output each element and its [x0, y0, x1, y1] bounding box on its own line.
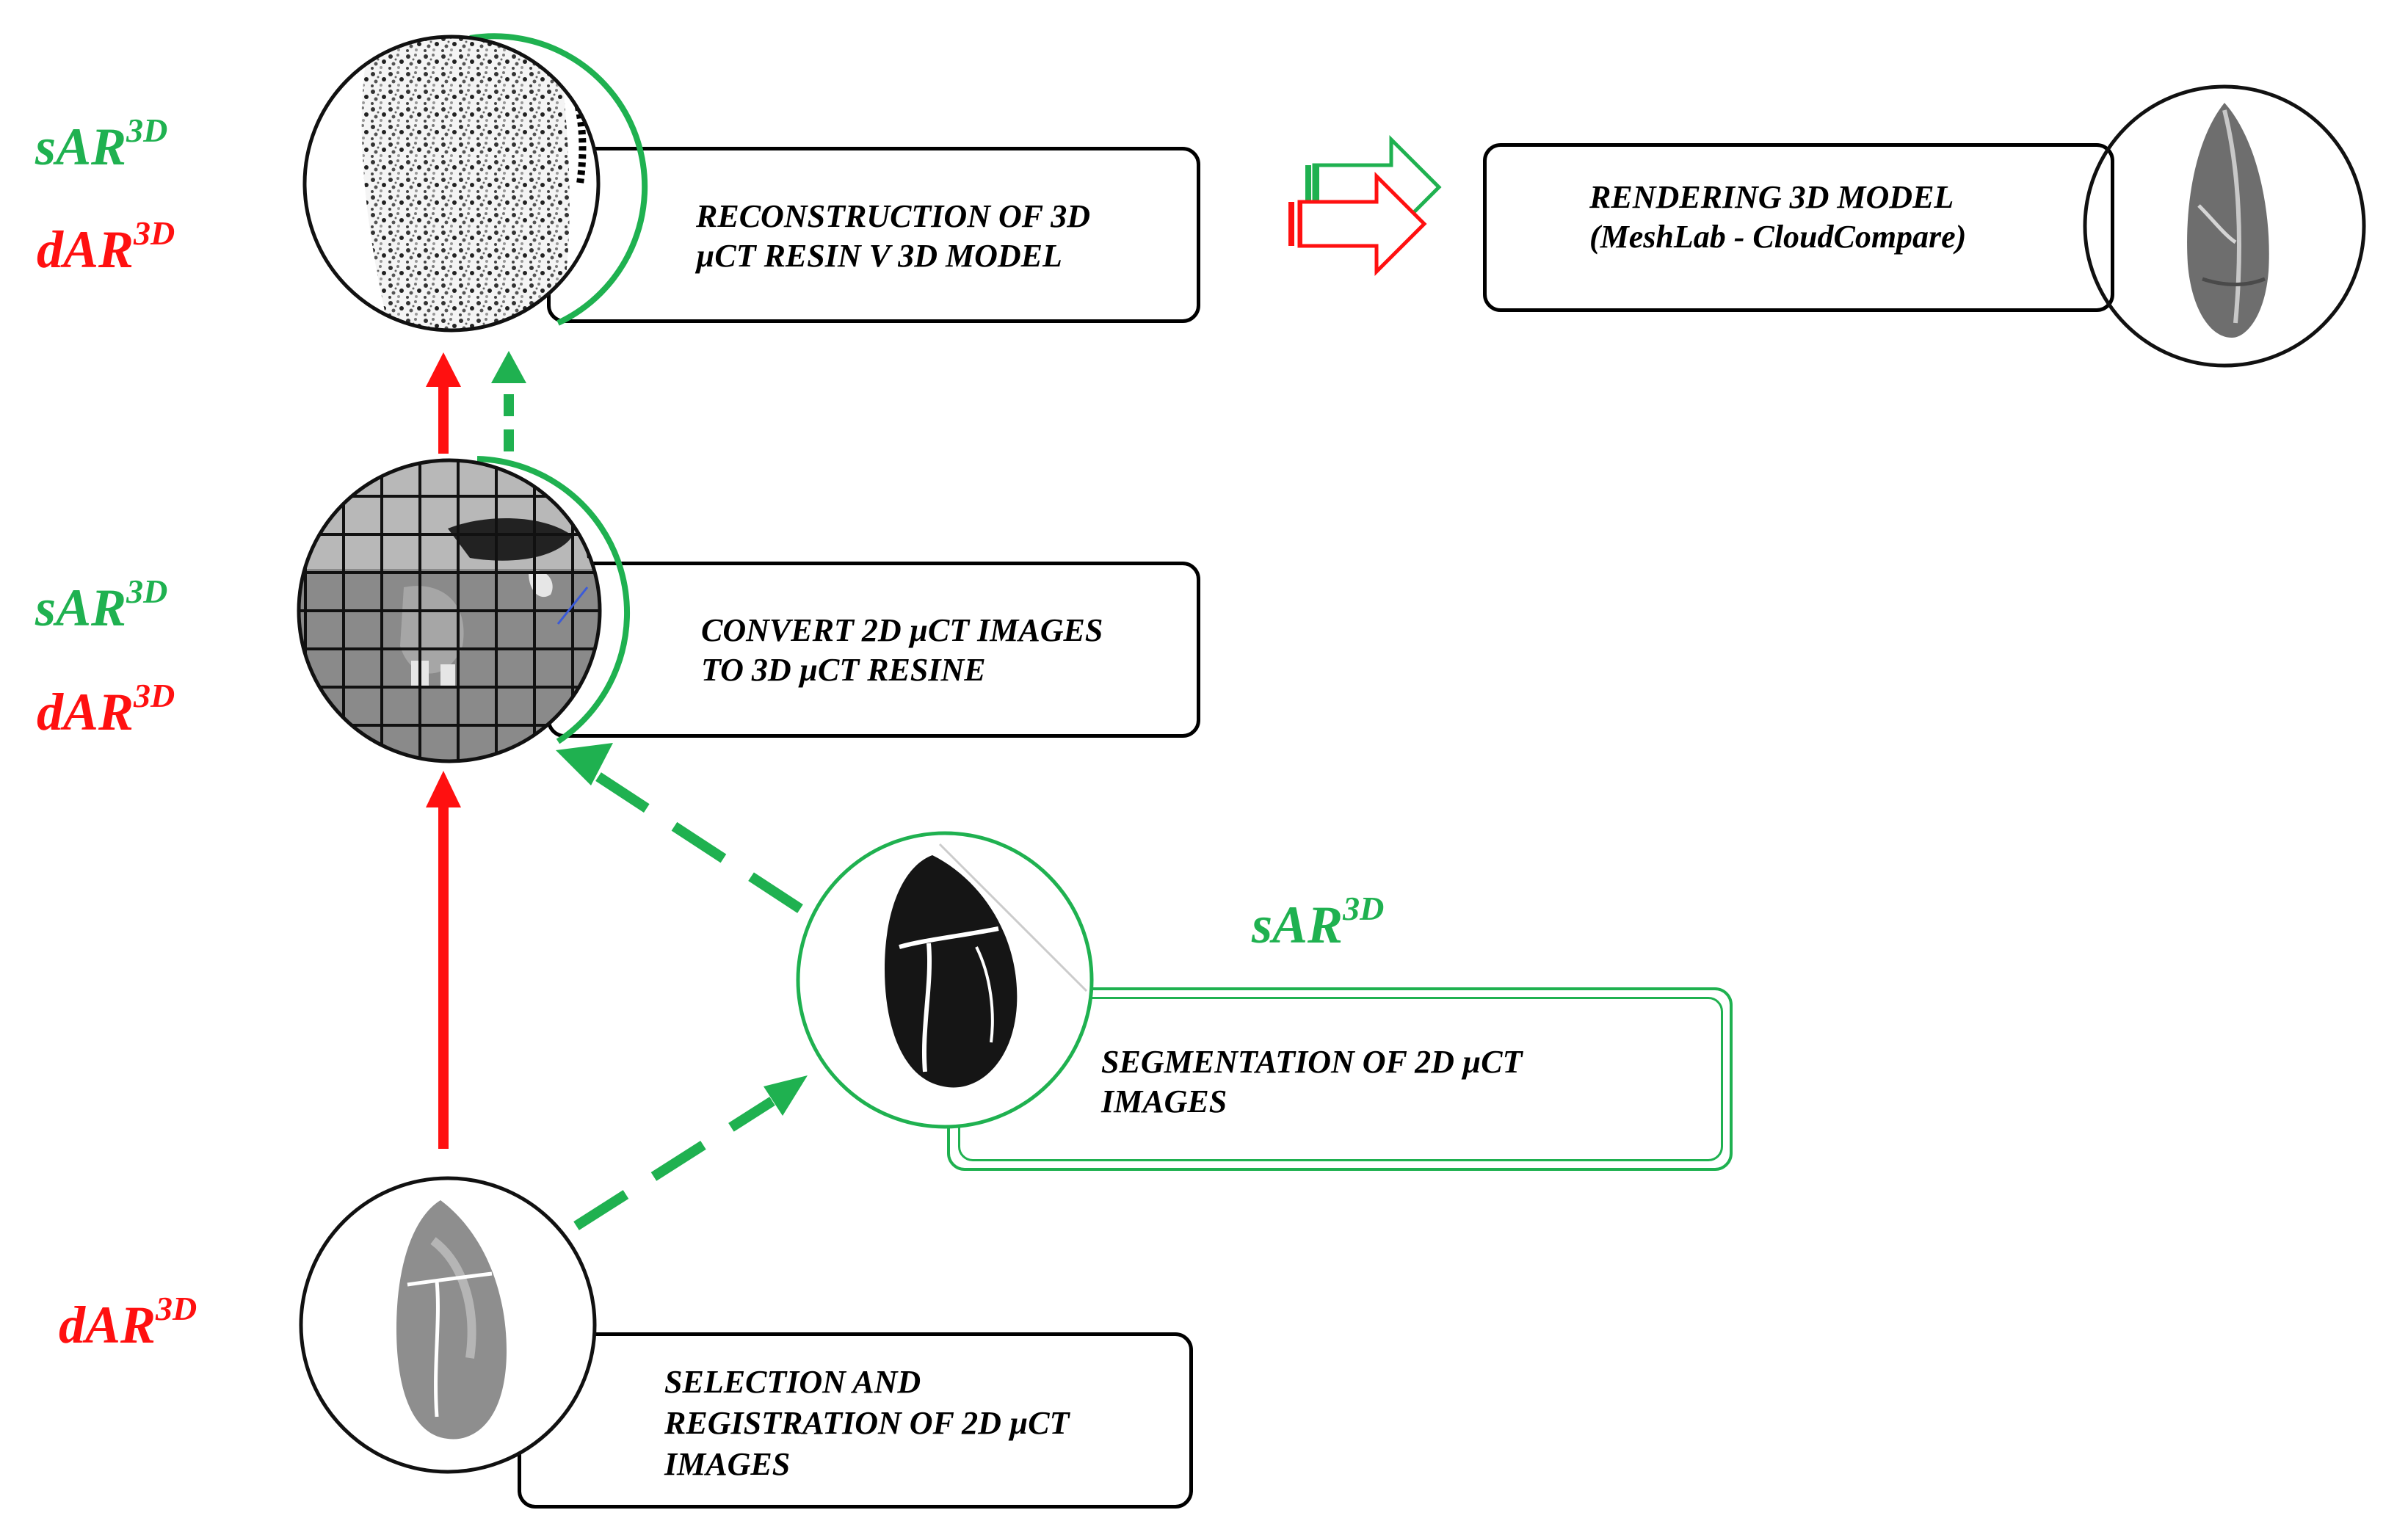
sar-tag-convert: sAR3D: [35, 573, 168, 638]
reconstruction-label: RECONSTRUCTION OF 3D µCT RESIN V 3D MODE…: [696, 197, 1090, 276]
static-arrow-segmentation-to-convert: [595, 772, 803, 913]
dar-tag-convert: dAR3D: [37, 677, 175, 742]
convert-label: CONVERT 2D µCT IMAGES TO 3D µCT RESINE: [701, 611, 1103, 690]
sar-tag-reconstruction: sAR3D: [35, 112, 168, 177]
rendering-line-2: (MeshLab - CloudCompare): [1589, 219, 1967, 255]
static-arrowhead-1: [491, 351, 526, 383]
grayscale-slice-icon: [301, 1178, 595, 1472]
convert-box: [547, 562, 1200, 738]
static-arrow-selection-to-segmentation: [573, 1097, 775, 1230]
resin-texture-icon: [305, 37, 598, 330]
rendering-label: RENDERING 3D MODEL (MeshLab - CloudCompa…: [1589, 178, 1966, 257]
selection-line-1: SELECTION AND: [664, 1364, 921, 1400]
convert-static-ring: [476, 456, 631, 744]
dynamic-arrowhead-1: [426, 771, 461, 807]
reconstruction-line-1: RECONSTRUCTION OF 3D: [696, 198, 1091, 234]
selection-line-3: IMAGES: [664, 1446, 791, 1482]
static-arrowhead-2: [764, 1075, 808, 1116]
rendering-box: [1483, 143, 2114, 312]
dar-tag-selection: dAR3D: [59, 1290, 197, 1355]
selection-label: SELECTION AND REGISTRATION OF 2D µCT IMA…: [664, 1362, 1069, 1485]
selection-circle: [299, 1176, 597, 1474]
dynamic-arrowhead-2: [426, 352, 461, 387]
segmentation-line-2: IMAGES: [1101, 1083, 1227, 1119]
convert-circle: [297, 458, 602, 763]
segmentation-line-1: SEGMENTATION OF 2D µCT: [1101, 1044, 1523, 1080]
rendered-model-circle: [2083, 84, 2366, 368]
reconstruction-static-ring: [469, 33, 648, 326]
reconstruction-circle: [302, 35, 601, 333]
static-arrowhead-3b: [556, 743, 613, 785]
segmentation-circle: [796, 831, 1094, 1129]
selection-line-2: REGISTRATION OF 2D µCT: [664, 1405, 1070, 1441]
sar-tag-segmentation: sAR3D: [1252, 890, 1385, 955]
dynamic-block-arrow: [1288, 171, 1427, 277]
rendered-model-icon: [2187, 103, 2269, 338]
dar-tag-reconstruction: dAR3D: [37, 214, 175, 280]
rendering-line-1: RENDERING 3D MODEL: [1589, 179, 1954, 215]
reconstruction-box: [547, 147, 1200, 323]
segmented-slice-icon: [798, 833, 1092, 1127]
reconstruction-line-2: µCT RESIN V 3D MODEL: [696, 238, 1062, 274]
convert-line-1: CONVERT 2D µCT IMAGES: [701, 612, 1103, 648]
grid-slice-icon: [299, 460, 600, 761]
segmentation-label: SEGMENTATION OF 2D µCT IMAGES: [1101, 1042, 1522, 1122]
convert-line-2: TO 3D µCT RESINE: [701, 652, 986, 688]
